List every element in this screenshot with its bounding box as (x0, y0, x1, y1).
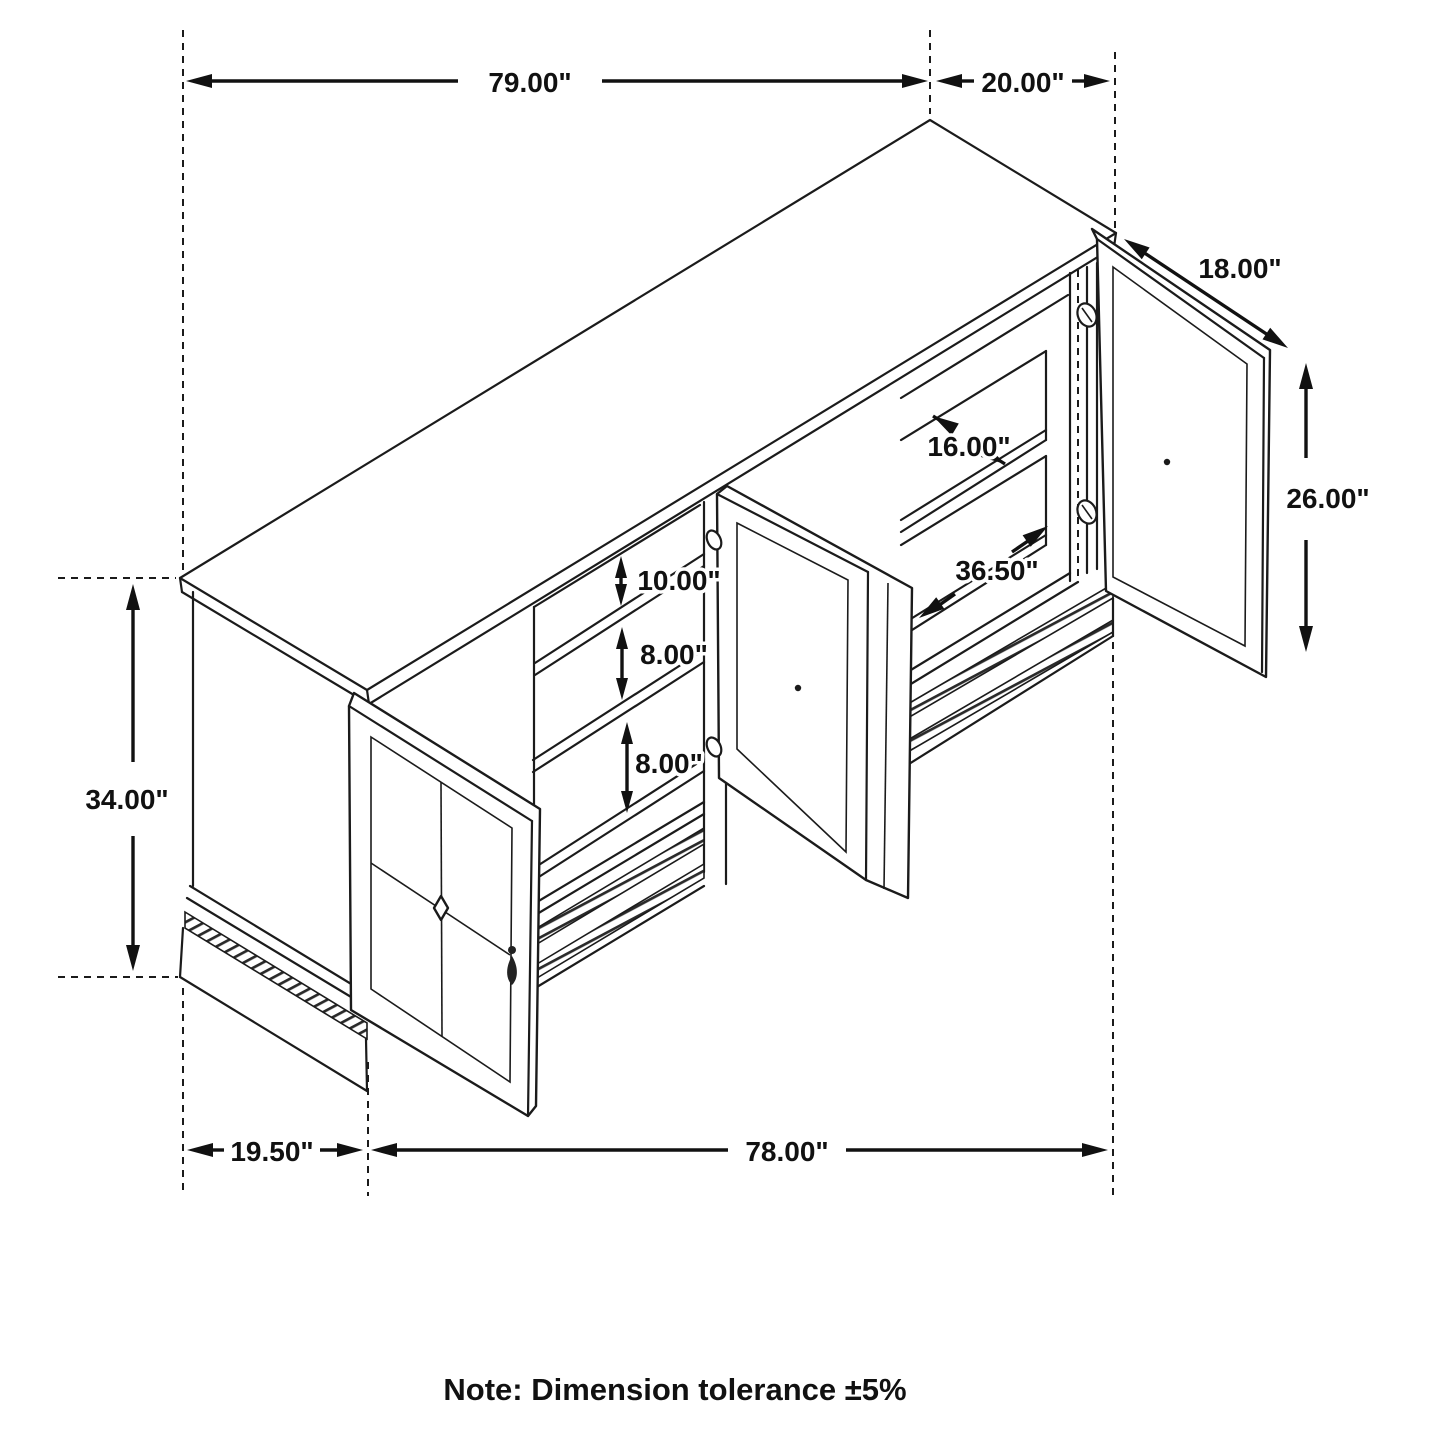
dim-door-height: 26.00" (1283, 363, 1373, 652)
cabinet-line-art (178, 118, 1118, 1093)
dim-shelf-depth-label: 16.00" (927, 431, 1010, 462)
dimension-annotations: 79.00" 20.00" 18.00" 26.00" (58, 30, 1373, 1196)
dim-top-width: 79.00" (186, 64, 928, 102)
teardrop-pull (507, 946, 517, 985)
dim-interior-width: 36.50" (919, 526, 1048, 618)
dim-overall-height: 34.00" (82, 584, 172, 971)
dim-shelf-depth: 16.00" (924, 414, 1014, 466)
door-hinges (1076, 302, 1098, 525)
dim-top-depth: 20.00" (936, 64, 1110, 102)
left-open-door (347, 691, 542, 1118)
dim-front-width: 78.00" (371, 1133, 1108, 1171)
dim-gap-middle: 8.00" (616, 627, 711, 700)
door-keyhole-dot (794, 684, 802, 692)
dim-front-width-label: 78.00" (745, 1136, 828, 1167)
door-rosette (432, 894, 450, 922)
dim-gap-bottom: 8.00" (621, 722, 706, 813)
dim-door-height-label: 26.00" (1286, 483, 1369, 514)
dim-side-depth: 19.50" (187, 1133, 363, 1171)
dim-door-width: 18.00" (1124, 239, 1288, 348)
middle-open-door (715, 484, 914, 900)
dim-door-width-label: 18.00" (1198, 253, 1281, 284)
dim-gap-bottom-label: 8.00" (635, 748, 703, 779)
dim-gap-middle-label: 8.00" (640, 639, 708, 670)
extension-lines (58, 30, 1116, 1196)
shelf-pin-holes (705, 529, 723, 758)
dim-top-depth-label: 20.00" (981, 67, 1064, 98)
tolerance-note: Note: Dimension tolerance ±5% (443, 1372, 906, 1407)
dim-gap-top: 10.00" (615, 556, 724, 606)
dim-top-width-label: 79.00" (488, 67, 571, 98)
dim-side-depth-label: 19.50" (230, 1136, 313, 1167)
right-open-door (1090, 227, 1272, 679)
door-keyhole-dot (1163, 458, 1171, 466)
dim-overall-height-label: 34.00" (85, 784, 168, 815)
dim-gap-top-label: 10.00" (637, 565, 720, 596)
dim-interior-width-label: 36.50" (955, 555, 1038, 586)
